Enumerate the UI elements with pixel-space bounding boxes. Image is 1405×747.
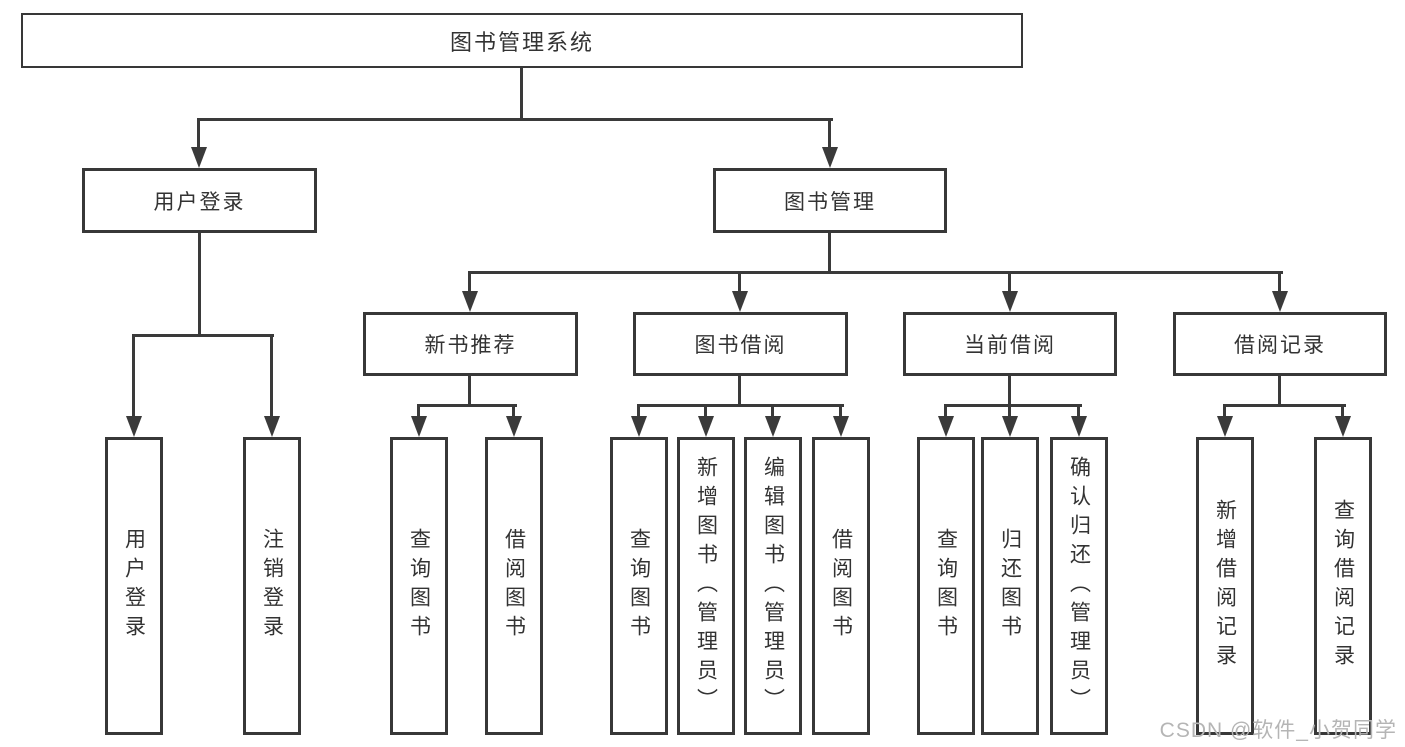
node-label: 借阅图书 [502,528,526,644]
connector-line [1077,404,1080,418]
leaf-borrow-books-recommend: 借阅图书 [485,437,543,735]
leaf-return-books: 归还图书 [981,437,1039,735]
connector-line [704,404,707,418]
connector-line [197,118,200,149]
connector-line [1278,271,1281,294]
node-label: 图书管理系统 [449,29,594,55]
arrow-down-icon [822,147,838,168]
arrow-down-icon [1002,291,1018,312]
leaf-query-books-current: 查询图书 [917,437,975,735]
connector-line [944,404,1082,407]
leaf-borrow-books: 借阅图书 [812,437,870,735]
arrow-down-icon [833,416,849,437]
node-label: 当前借阅 [964,334,1056,357]
node-borrowing-records: 借阅记录 [1173,312,1387,376]
node-label: 查询图书 [407,528,431,644]
connector-line [417,404,420,418]
connector-line [132,334,274,337]
node-label: 查询借阅记录 [1331,499,1355,673]
arrow-down-icon [765,416,781,437]
arrow-down-icon [631,416,647,437]
connector-line [828,118,831,149]
node-label: 确认归还（管理员） [1067,455,1091,717]
leaf-confirm-return-admin: 确认归还（管理员） [1050,437,1108,735]
connector-line [1223,404,1226,418]
node-label: 图书管理 [784,190,876,214]
node-label: 归还图书 [998,528,1022,644]
arrow-down-icon [732,291,748,312]
connector-line [771,404,774,418]
connector-line [197,118,833,121]
connector-line [1008,374,1011,407]
leaf-query-books-recommend: 查询图书 [390,437,448,735]
leaf-user-login: 用户登录 [105,437,163,735]
connector-line [637,404,844,407]
arrow-down-icon [1002,416,1018,437]
arrow-down-icon [938,416,954,437]
connector-line [270,334,273,418]
arrow-down-icon [411,416,427,437]
arrow-down-icon [264,416,280,437]
leaf-query-borrow-record: 查询借阅记录 [1314,437,1372,735]
csdn-watermark: CSDN @软件_小贺同学 [1159,719,1397,742]
leaf-add-books-admin: 新增图书（管理员） [677,437,735,735]
leaf-query-books-borrow: 查询图书 [610,437,668,735]
node-label: 注销登录 [260,528,284,644]
connector-line [198,231,201,337]
connector-line [1278,374,1281,407]
connector-line [520,66,523,120]
arrow-down-icon [1272,291,1288,312]
node-new-book-recommendation: 新书推荐 [363,312,578,376]
connector-line [1008,271,1011,294]
connector-line [828,231,831,274]
node-book-management: 图书管理 [713,168,947,233]
node-current-borrowing: 当前借阅 [903,312,1117,376]
connector-line [738,374,741,407]
connector-line [944,404,947,418]
arrow-down-icon [698,416,714,437]
arrow-down-icon [126,416,142,437]
connector-line [512,404,515,418]
node-book-borrowing: 图书借阅 [633,312,848,376]
arrow-down-icon [1071,416,1087,437]
node-label: 借阅记录 [1234,334,1326,357]
node-label: 图书借阅 [694,334,787,357]
node-label: 用户登录 [122,528,146,644]
arrow-down-icon [1217,416,1233,437]
connector-line [468,271,1283,274]
leaf-add-borrow-record: 新增借阅记录 [1196,437,1254,735]
node-label: 新增图书（管理员） [694,455,718,717]
node-library-management-system: 图书管理系统 [21,13,1023,68]
connector-line [1341,404,1344,418]
node-label: 用户登录 [153,190,246,214]
node-label: 编辑图书（管理员） [761,455,785,717]
arrow-down-icon [506,416,522,437]
leaf-logout: 注销登录 [243,437,301,735]
connector-line [738,271,741,294]
connector-line [637,404,640,418]
node-label: 查询图书 [627,528,651,644]
leaf-edit-books-admin: 编辑图书（管理员） [744,437,802,735]
arrow-down-icon [191,147,207,168]
node-label: 新增借阅记录 [1213,499,1237,673]
node-label: 借阅图书 [829,528,853,644]
arrow-down-icon [1335,416,1351,437]
node-label: 新书推荐 [424,334,517,357]
node-user-login: 用户登录 [82,168,317,233]
connector-line [468,271,471,294]
connector-line [417,404,517,407]
connector-line [1008,404,1011,418]
node-label: 查询图书 [934,528,958,644]
connector-line [132,334,135,418]
connector-line [839,404,842,418]
connector-line [1223,404,1346,407]
connector-line [468,374,471,407]
arrow-down-icon [462,291,478,312]
